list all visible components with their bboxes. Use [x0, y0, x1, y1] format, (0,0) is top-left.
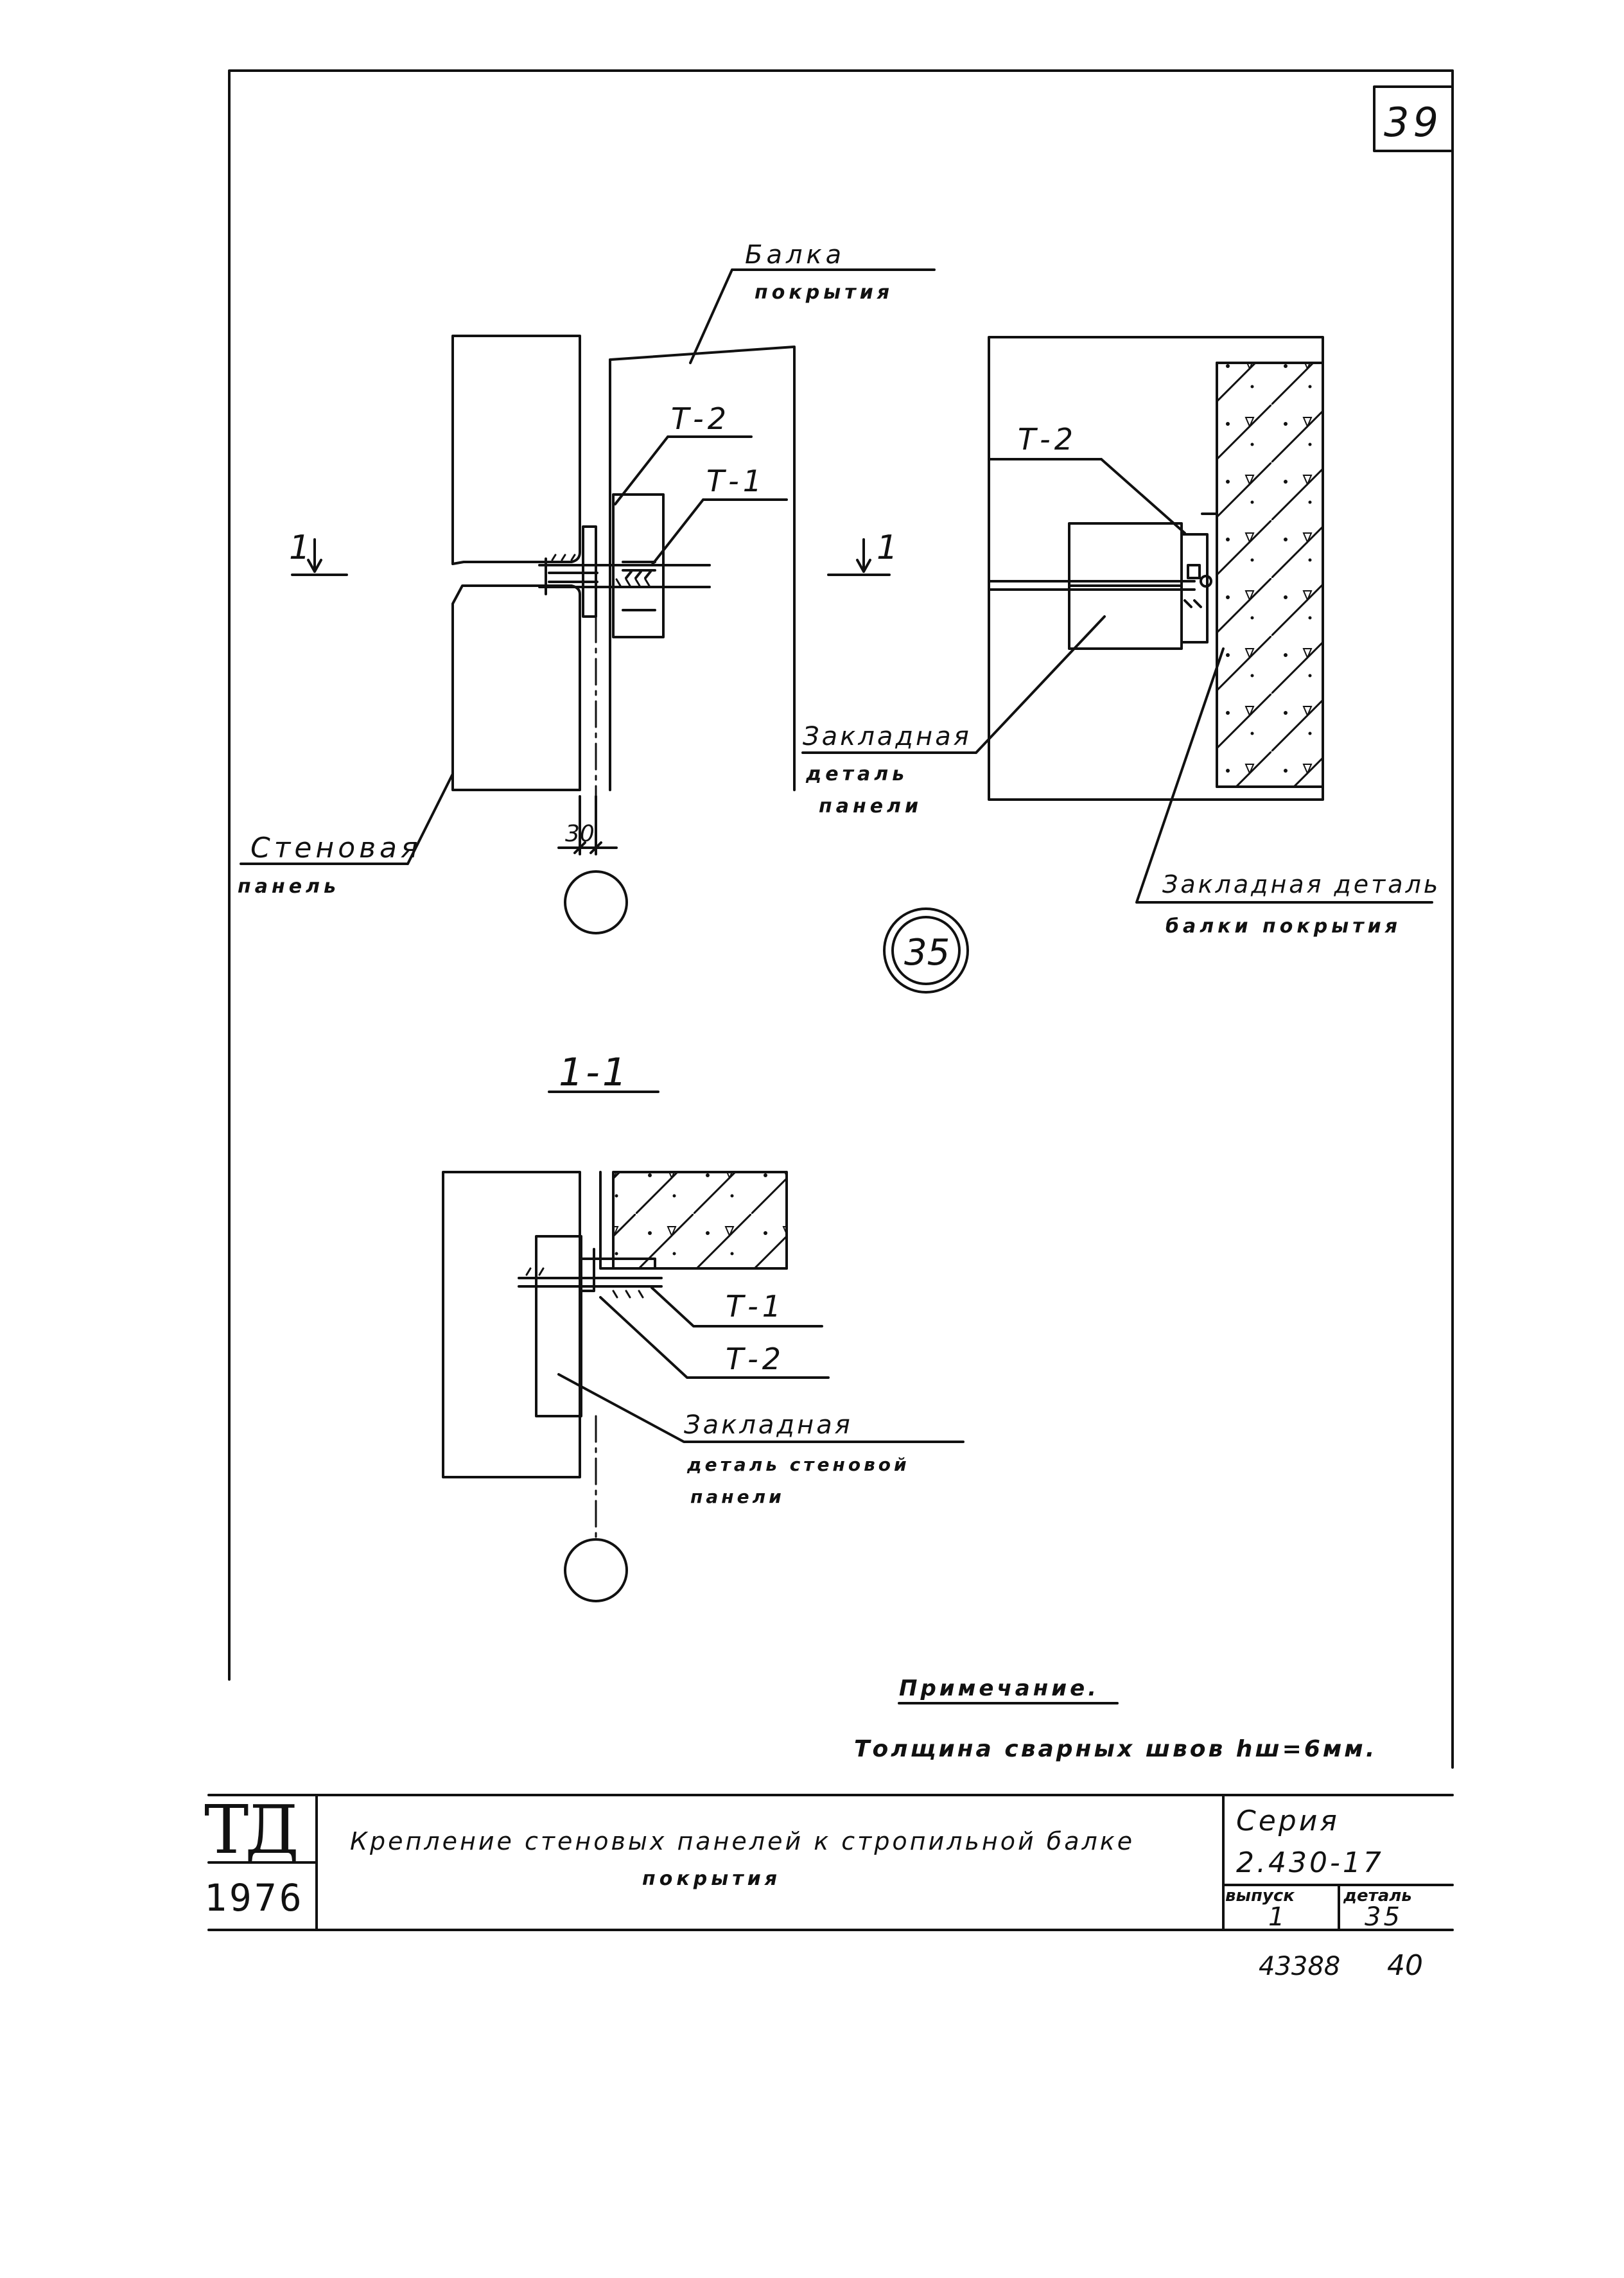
beam-leader	[689, 268, 936, 364]
note-heading: Примечание.	[899, 1676, 1099, 1701]
bolt-threads	[551, 554, 650, 587]
side-weld	[1183, 564, 1202, 608]
section-t1-leader	[650, 1286, 823, 1327]
title-line-1: Крепление стеновых панелей к стропильной…	[350, 1827, 1135, 1855]
series-value: 2.430-17	[1236, 1846, 1384, 1879]
side-t2-label: Т-2	[1018, 422, 1077, 457]
section-t2-leader	[599, 1296, 830, 1379]
dimension-line	[557, 795, 618, 855]
section-t1-label: Т-1	[726, 1289, 785, 1324]
side-bolt	[988, 580, 1196, 591]
upper-wall-panel	[451, 335, 581, 565]
beam-concrete	[1216, 362, 1324, 788]
detail-label: деталь	[1343, 1886, 1412, 1906]
side-bolt-head	[1200, 575, 1212, 588]
t2-leader	[614, 435, 753, 505]
axis-bubble-top	[564, 870, 628, 934]
side-angle	[1180, 513, 1218, 650]
beam-face	[1216, 362, 1324, 788]
elevation-t1-label: Т-1	[706, 464, 765, 498]
section-title: 1-1	[559, 1050, 629, 1095]
embed-beam-leader	[1135, 647, 1433, 904]
weld-hatch	[622, 561, 656, 611]
detail-value: 35	[1365, 1902, 1402, 1932]
angle-t2	[548, 525, 598, 618]
side-panel-outline	[988, 336, 1324, 801]
page-number-box	[1373, 85, 1454, 152]
section-mark-left-label: 1	[289, 529, 310, 567]
series-divider	[1222, 1884, 1454, 1931]
section-t2-label: Т-2	[726, 1342, 785, 1376]
section-wall-panel	[442, 1171, 581, 1478]
detail-marker-inner	[891, 916, 961, 985]
section-mark-right-label: 1	[877, 529, 898, 567]
section-bolt-threads	[525, 1267, 644, 1299]
title-block	[207, 1794, 1454, 1931]
publisher-logo: ТД	[204, 1791, 296, 1869]
embed-panel-label-3: панели	[819, 795, 922, 818]
embed-panel-label-1: Закладная	[803, 722, 972, 751]
elevation-view	[240, 268, 936, 934]
section-embed-leader	[557, 1373, 965, 1443]
section-1-1	[442, 1091, 965, 1602]
lower-wall-panel	[451, 584, 581, 791]
embed-panel-label-2: деталь	[805, 763, 908, 785]
issue-label: выпуск	[1225, 1886, 1295, 1906]
embed-panel-leader	[801, 615, 1106, 754]
series-label: Серия	[1236, 1805, 1340, 1837]
side-embed-plate	[1068, 522, 1183, 650]
note-text: Толщина сварных швов hш=6мм.	[854, 1736, 1377, 1762]
anchor-bolt	[538, 557, 711, 595]
section-embed	[535, 1235, 582, 1417]
sheet-footer-right: 40	[1387, 1949, 1423, 1982]
side-view	[801, 336, 1433, 904]
section-beam-concrete	[612, 1171, 788, 1270]
panel-leader	[240, 773, 454, 865]
issue-value: 1	[1268, 1902, 1284, 1932]
section-mark-right	[827, 538, 891, 576]
panel-label-line-2: панель	[238, 875, 340, 898]
title-line-2: покрытия	[642, 1868, 781, 1890]
year-label: 1976	[204, 1876, 304, 1920]
panel-label-line-1: Стеновая	[250, 832, 421, 864]
sheet-footer-left: 43388	[1259, 1952, 1340, 1981]
detail-marker-outer	[883, 907, 969, 994]
page-number: 39	[1384, 99, 1442, 146]
side-t2-leader	[988, 458, 1186, 534]
detail-marker-label: 35	[904, 932, 950, 974]
beam-label-line-1: Балка	[745, 240, 845, 270]
embed-beam-label-2: балки покрытия	[1166, 915, 1401, 938]
section-beam-outline	[599, 1171, 788, 1270]
section-embed-label-2: деталь стеновой	[686, 1454, 910, 1475]
section-embed-label-1: Закладная	[684, 1410, 853, 1440]
embed-beam-label-1: Закладная деталь	[1162, 870, 1440, 898]
elevation-t2-label: Т-2	[671, 401, 730, 436]
section-mark-left	[291, 538, 348, 576]
roof-beam	[609, 346, 796, 791]
logo-divider	[207, 1794, 318, 1931]
sheet-frame	[228, 69, 1454, 1769]
axis-bubble-bottom	[564, 1538, 628, 1602]
dimension-30-label: 30	[565, 821, 595, 847]
section-angle	[580, 1248, 656, 1292]
beam-label-line-2: покрытия	[755, 281, 893, 304]
section-bolt	[518, 1277, 663, 1288]
section-embed-label-3: панели	[690, 1486, 785, 1507]
t1-leader	[650, 498, 788, 566]
